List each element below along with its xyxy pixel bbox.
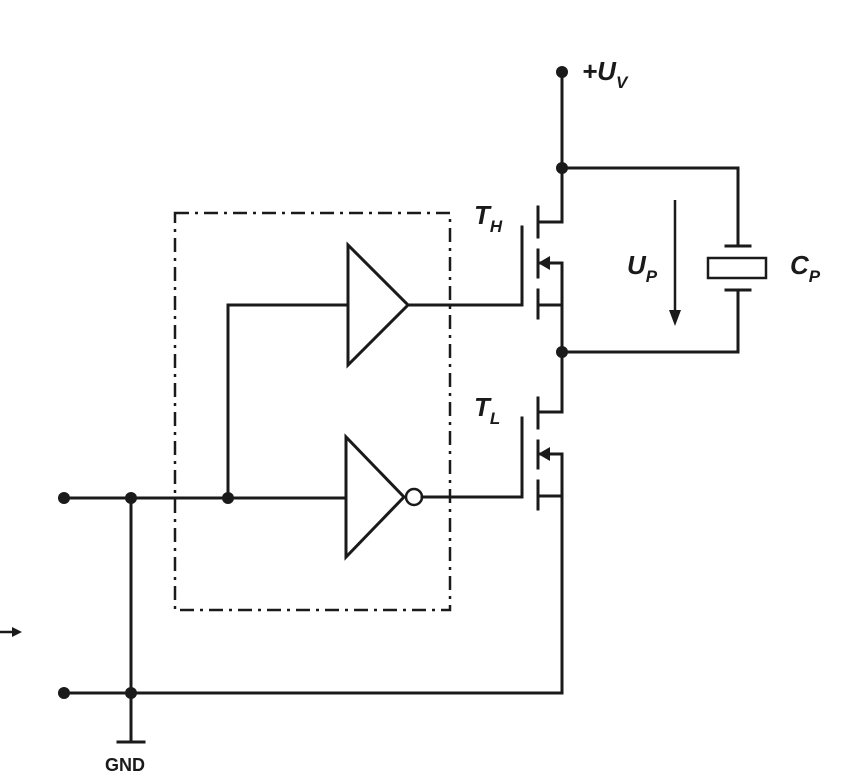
mosfet-low-side [520,350,564,695]
input-terminal [58,492,70,504]
ground-terminal [58,687,70,699]
inverter-gate [344,433,524,561]
input-junction-gates [222,492,234,504]
mosfet-high-side [520,205,564,354]
buffer-gate [226,241,524,369]
supply-label: +UV [582,56,629,92]
capacitor-cp [706,166,768,354]
input-arrow [0,627,22,637]
voltage-arrow [669,200,681,326]
output-node [556,346,740,358]
ground-label: GND [105,755,145,775]
input-line [58,303,348,504]
ground-rail [58,496,564,744]
capacitor-label: CP [790,250,821,286]
supply-terminal [556,66,568,78]
high-transistor-label: TH [474,200,503,236]
ground-junction [125,687,137,699]
low-transistor-label: TL [474,392,500,428]
driver-ic-boundary [173,211,452,612]
voltage-label: UP [627,250,658,286]
supply-rail [556,66,740,224]
inverter-bubble [404,487,424,507]
